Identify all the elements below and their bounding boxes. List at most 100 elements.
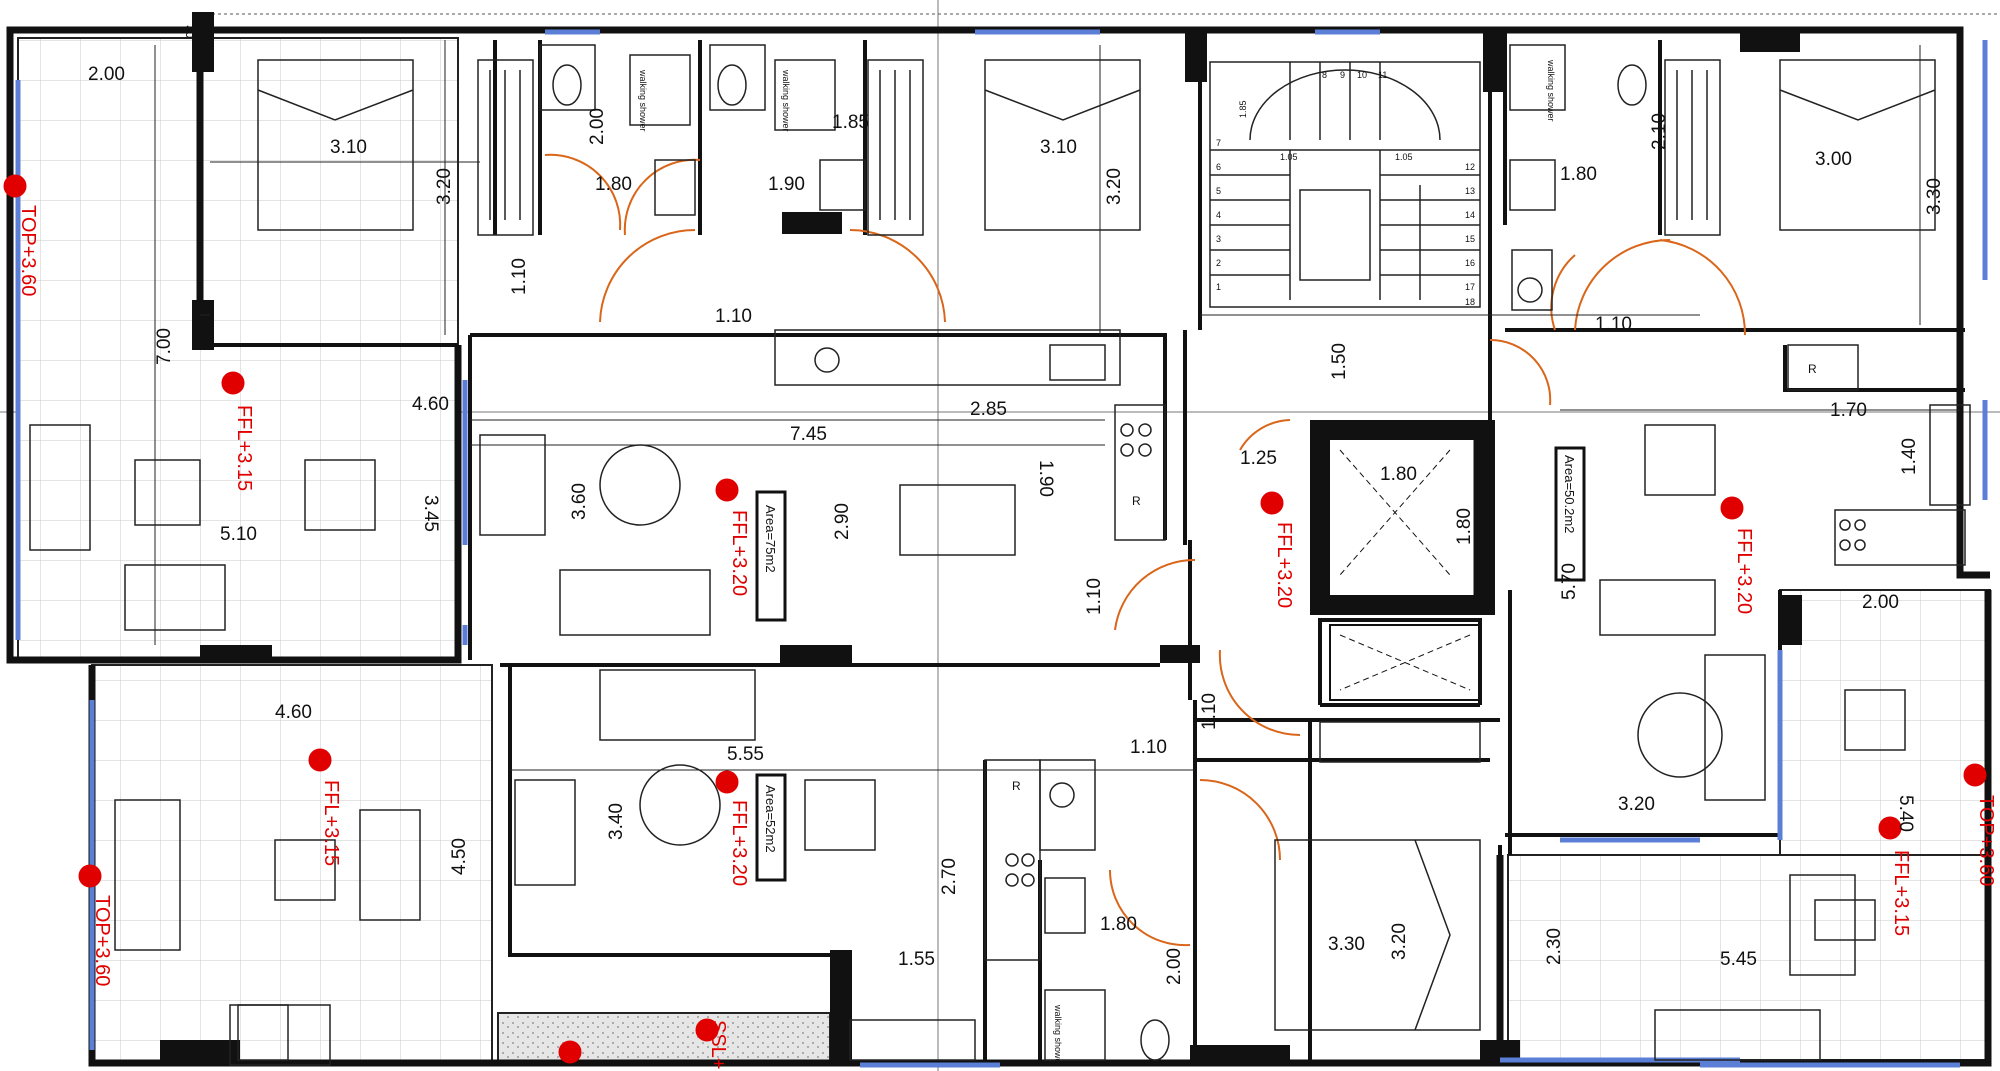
dim-bedroom1-width: 3.10 <box>330 137 367 158</box>
level-markers <box>3 174 1987 1064</box>
stair-num-6: 6 <box>1216 162 1221 172</box>
dim-terrace-3: 5.10 <box>220 524 257 545</box>
level-terrace-top: FFL+3.15 <box>233 405 255 491</box>
stair-num-13: 13 <box>1465 186 1475 196</box>
label-fridge-b: R <box>1012 779 1021 793</box>
dim-kitchen-c-1: 1.70 <box>1830 400 1867 421</box>
dim-corridor-b: 1.10 <box>1130 737 1167 758</box>
dim-bedroom-b-2: 3.20 <box>1389 923 1410 960</box>
level-top-bottom-left: TOP+3.60 <box>91 895 113 986</box>
area-apartment-c: Area=50.2m2 <box>1562 455 1577 533</box>
stair-num-3: 3 <box>1216 234 1221 244</box>
dim-bath-b-2: 1.80 <box>1100 914 1137 935</box>
dim-living-a-4: 2.90 <box>832 503 853 540</box>
dim-living-a-2: 7.45 <box>790 424 827 445</box>
stair-num-2: 2 <box>1216 258 1221 268</box>
stair-num-12: 12 <box>1465 162 1475 172</box>
dim-top-mark: 30 <box>183 25 197 39</box>
dim-kitchen-a-2: 1.90 <box>1035 460 1056 497</box>
dim-bedroom3-depth: 3.30 <box>1924 178 1945 215</box>
dim-bedroom1-depth: 3.20 <box>434 168 455 205</box>
wardrobes <box>477 59 1721 763</box>
dim-stair-1: 1.05 <box>1280 152 1298 162</box>
dim-bath2-depth: 1.85 <box>832 112 869 133</box>
level-right-terrace: FFL+3.15 <box>1890 850 1912 936</box>
staircase <box>1209 61 1481 308</box>
stair-numbers: 8 9 10 11 7 6 5 4 3 2 1 12 13 14 15 16 1… <box>1216 70 1475 307</box>
dim-living-a-1: 4.60 <box>412 394 449 415</box>
dim-bath-b-3: 2.00 <box>1164 948 1185 985</box>
dim-hall-b: 1.10 <box>1199 693 1220 730</box>
label-walking-shower-4: walking shower <box>1053 1004 1063 1067</box>
dim-terrace-2: 3.45 <box>420 495 441 532</box>
dim-terrace-c-1: 2.00 <box>1862 592 1899 613</box>
dim-terrace-c-3: 2.30 <box>1544 928 1565 965</box>
label-walking-shower-2: walking shower <box>781 69 791 132</box>
dim-corridor-3: 1.25 <box>1240 448 1277 469</box>
label-walking-shower-1: walking shower <box>638 69 648 132</box>
level-top-left: TOP+3.60 <box>17 205 39 296</box>
dim-stair-3: 1.85 <box>1238 100 1248 118</box>
level-terrace-bottom: FFL+3.15 <box>320 780 342 866</box>
dim-living-a-3: 3.60 <box>569 483 590 520</box>
dim-elevator-w: 1.80 <box>1380 464 1417 485</box>
tables <box>134 424 1906 1061</box>
stair-num-14: 14 <box>1465 210 1475 220</box>
door-swings <box>544 153 1747 947</box>
dim-kitchen-a: 2.85 <box>970 399 1007 420</box>
sofas <box>29 424 1856 1066</box>
area-apartment-a: Area=75m2 <box>763 505 778 573</box>
beds <box>257 59 1936 1031</box>
elevator-shaft <box>1313 423 1481 701</box>
dim-bath1-width: 1.80 <box>595 174 632 195</box>
planter-strip <box>497 1012 831 1066</box>
dim-bath1-depth: 2.00 <box>587 108 608 145</box>
label-walking-shower-3: walking shower <box>1546 59 1556 122</box>
dim-terrace-depth: 7.00 <box>154 328 175 365</box>
dim-terrace-b-2: 4.50 <box>449 838 470 875</box>
stair-num-11: 11 <box>1378 70 1387 80</box>
dim-bedroom2-depth: 3.20 <box>1104 168 1125 205</box>
area-apartment-b: Area=52m2 <box>763 785 778 853</box>
dim-living-c-2: 3.20 <box>1618 794 1655 815</box>
level-ssl: SSL+ <box>707 1020 729 1069</box>
dim-landing: 1.50 <box>1329 343 1350 380</box>
stair-num-18: 18 <box>1465 297 1475 307</box>
dim-elevator-d: 1.80 <box>1454 508 1475 545</box>
terrace-top-left <box>17 37 459 659</box>
level-corridor: FFL+3.20 <box>1273 522 1295 608</box>
label-fridge-c: R <box>1808 362 1817 376</box>
dim-living-b-2: 3.40 <box>606 803 627 840</box>
stair-num-8: 8 <box>1322 70 1327 80</box>
dim-terrace-width: 2.00 <box>88 64 125 85</box>
level-right: FFL+3.20 <box>1733 528 1755 614</box>
dim-corridor-1: 1.10 <box>509 258 530 295</box>
stair-num-10: 10 <box>1357 70 1367 80</box>
stair-num-5: 5 <box>1216 186 1221 196</box>
stair-num-1: 1 <box>1216 282 1221 292</box>
dim-terrace-b-1: 4.60 <box>275 702 312 723</box>
level-top-right: TOP+3.60 <box>1975 795 1997 886</box>
windows <box>15 29 1988 1068</box>
dim-living-b-1: 5.55 <box>727 744 764 765</box>
dimension-lines <box>154 40 1960 771</box>
dim-bath2-width: 1.90 <box>768 174 805 195</box>
dim-bath3-depth: 2.10 <box>1649 113 1670 150</box>
dim-corridor-4: 1.10 <box>1595 314 1632 335</box>
dim-bath-b-1: 1.55 <box>898 949 935 970</box>
dim-living-c: 5.70 <box>1559 563 1580 600</box>
area-tags <box>755 446 1586 882</box>
stair-num-16: 16 <box>1465 258 1475 268</box>
dim-kitchen-c-2: 1.40 <box>1899 438 1920 475</box>
bathroom-fixtures <box>539 44 1647 1061</box>
dim-hall-a: 1.10 <box>1084 578 1105 615</box>
stair-num-9: 9 <box>1340 70 1345 80</box>
level-living-top: FFL+3.20 <box>728 510 750 596</box>
dim-stair-2: 1.05 <box>1395 152 1413 162</box>
stair-num-15: 15 <box>1465 234 1475 244</box>
terrace-bottom-right <box>1507 854 1989 1061</box>
dim-kitchen-b: 2.70 <box>939 858 960 895</box>
dim-bedroom2-width: 3.10 <box>1040 137 1077 158</box>
dim-bath3-width: 1.80 <box>1560 164 1597 185</box>
